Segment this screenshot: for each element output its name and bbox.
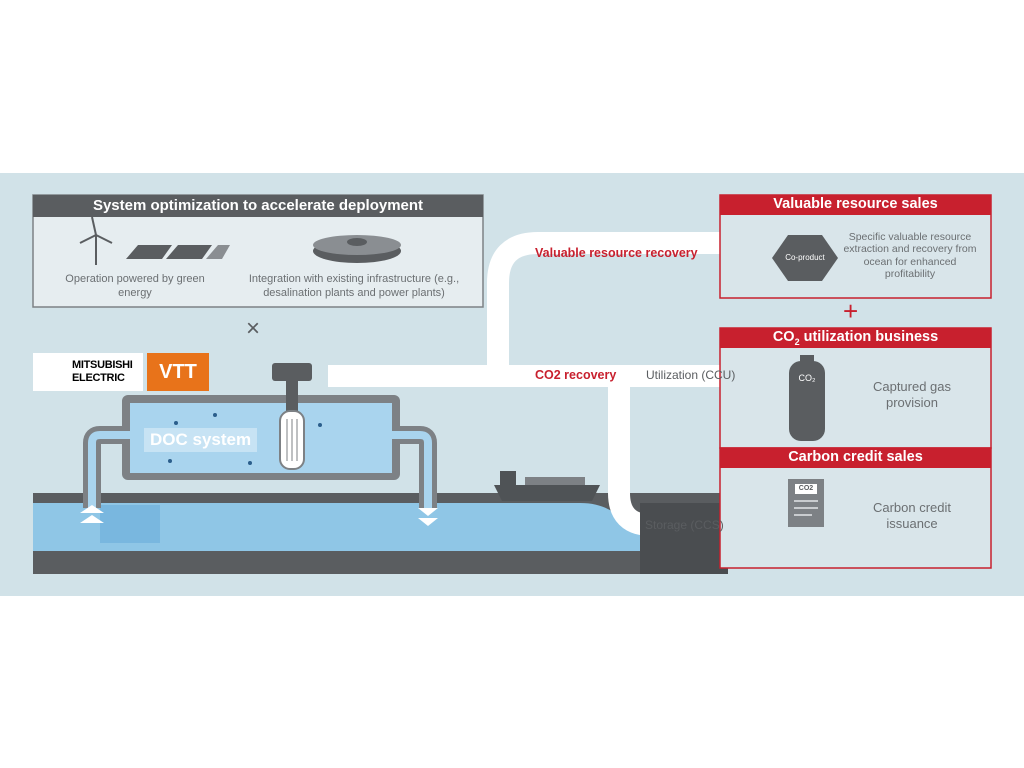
resource-recovery-label: Valuable resource recovery	[535, 246, 698, 260]
gas-tank-icon	[789, 361, 825, 441]
infrastructure-caption: Integration with existing infrastructure…	[248, 273, 460, 299]
carbon-credit-description: Carbon credit issuance	[872, 500, 952, 532]
gas-tank-label: CO₂	[798, 373, 816, 383]
solar-panel-icon	[206, 245, 230, 259]
ship-deck	[525, 477, 585, 485]
green-energy-caption: Operation powered by green energy	[65, 273, 205, 299]
bubble	[168, 459, 172, 463]
turbine-blade	[79, 234, 97, 244]
co2-title-suffix: utilization business	[799, 329, 939, 345]
turbine-blade	[95, 234, 113, 244]
mitsubishi-name-line2: ELECTRIC	[72, 372, 125, 384]
co2-title-prefix: CO	[772, 329, 795, 345]
diagram-graphics	[32, 194, 992, 574]
times-symbol: ×	[246, 315, 261, 342]
doc-system-label: DOC system	[144, 428, 258, 452]
outflow-arrow-icon	[418, 518, 438, 526]
bubble	[174, 421, 178, 425]
turbine-blade	[91, 216, 97, 236]
co-product-icon	[772, 235, 838, 281]
outflow-arrow-icon	[418, 508, 438, 516]
left-pipe-water	[88, 431, 130, 508]
resource-sales-title: Valuable resource sales	[773, 196, 938, 212]
right-pipe-water	[392, 431, 432, 508]
storage-label: Storage (CCS)	[645, 518, 724, 532]
credit-document-label-bg	[795, 484, 817, 494]
bubble	[213, 413, 217, 417]
ccu-flow	[630, 365, 740, 387]
carbon-credit-title: Carbon credit sales	[788, 449, 923, 465]
mitsubishi-name-line1: MITSUBISHI	[72, 359, 133, 371]
sea-water	[33, 503, 640, 551]
plus-symbol: +	[843, 296, 859, 326]
co-product-badge: Co-product	[785, 253, 825, 262]
solar-panel-icon	[166, 245, 212, 259]
ship-icon	[494, 485, 600, 501]
resource-sales-description: Specific valuable resource extraction an…	[843, 231, 977, 281]
co2-utilization-title: CO2 utilization business	[720, 329, 991, 347]
resource-sales-title-bar	[720, 195, 991, 215]
motor-head	[272, 363, 312, 381]
solar-panel-icon	[126, 245, 172, 259]
optimization-title: System optimization to accelerate deploy…	[92, 197, 424, 214]
dot-pattern	[100, 505, 160, 543]
co2-recovery-label: CO2 recovery	[535, 368, 617, 382]
carbon-credit-title-bar	[720, 448, 991, 468]
main-flow-band	[328, 365, 638, 387]
doc-tank-inner	[130, 403, 392, 473]
utilization-label: Utilization (CCU)	[646, 368, 736, 382]
optimization-title-bar	[33, 195, 483, 217]
vtt-logo: VTT	[147, 353, 209, 391]
resource-flow	[487, 232, 740, 365]
diagram-stage: System optimization to accelerate deploy…	[0, 173, 1024, 596]
co2-utilization-description: Captured gas provision	[872, 379, 952, 411]
mitsubishi-logo	[33, 353, 143, 391]
co2-title-subscript: 2	[794, 336, 800, 347]
intake-arrow-icon	[80, 515, 104, 523]
motor-shaft	[286, 381, 298, 411]
credit-document-label: CO2	[798, 485, 814, 492]
bubble	[248, 461, 252, 465]
co2-utilization-title-bar	[720, 328, 991, 348]
storage-ground	[640, 503, 728, 574]
intake-arrow-icon	[80, 505, 104, 513]
bubble	[318, 423, 322, 427]
ship-cabin	[500, 471, 516, 485]
plant-hub	[347, 238, 367, 246]
gas-tank-cap	[800, 355, 814, 363]
